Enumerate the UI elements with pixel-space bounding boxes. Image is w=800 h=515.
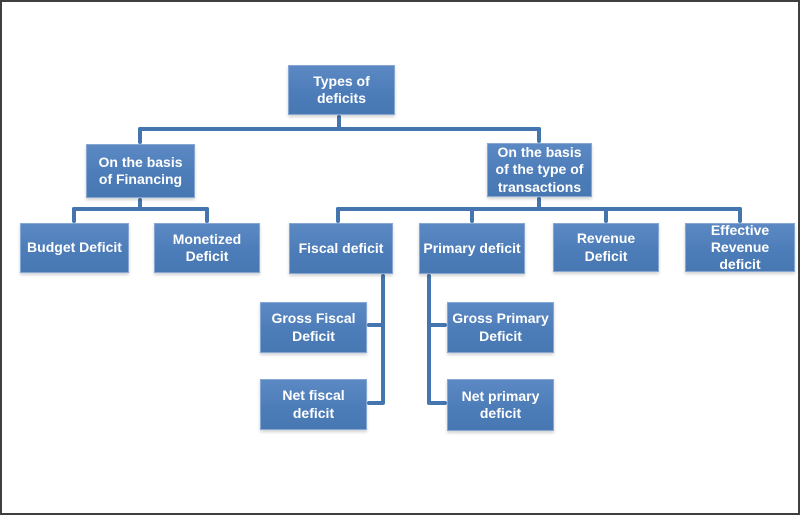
node-net-primary-deficit: Net primary deficit: [447, 379, 554, 431]
node-label: Effective Revenue deficit: [710, 221, 770, 273]
connector-drop-monetized: [205, 207, 209, 223]
node-budget-deficit: Budget Deficit: [20, 223, 129, 273]
connector-fiscal-stem: [381, 274, 385, 405]
connector-drop-financing: [138, 127, 142, 144]
node-gross-fiscal-deficit: Gross Fiscal Deficit: [260, 302, 367, 353]
connector-stub-gross-fiscal: [367, 323, 383, 327]
node-label: Net fiscal deficit: [282, 387, 345, 421]
node-label: Revenue Deficit: [576, 230, 636, 264]
node-label: Monetized Deficit: [172, 230, 242, 264]
node-label: Fiscal deficit: [298, 239, 384, 256]
node-basis-of-transactions: On the basis of the type of transactions: [487, 143, 592, 197]
connector-drop-primary: [470, 207, 474, 223]
node-net-fiscal-deficit: Net fiscal deficit: [260, 379, 367, 430]
connector-transactions-stem: [537, 197, 541, 209]
node-gross-primary-deficit: Gross Primary Deficit: [447, 302, 554, 353]
connector-financing-rail: [72, 207, 209, 211]
connector-stub-net-primary: [429, 401, 447, 405]
connector-stub-net-fiscal: [367, 401, 383, 405]
connector-drop-fiscal: [336, 207, 340, 223]
node-label: Primary deficit: [423, 239, 521, 256]
connector-root-rail: [138, 127, 541, 131]
connector-drop-transactions: [537, 127, 541, 143]
node-label: Budget Deficit: [27, 239, 122, 256]
node-effective-revenue-deficit: Effective Revenue deficit: [685, 221, 795, 273]
node-label: On the basis of the type of transactions: [495, 144, 584, 195]
connector-stub-gross-primary: [429, 323, 447, 327]
connector-drop-effective: [738, 207, 742, 223]
node-label: Gross Primary Deficit: [452, 310, 549, 344]
node-label: Net primary deficit: [461, 387, 540, 421]
node-label: On the basis of Financing: [98, 153, 183, 187]
connector-drop-revenue: [604, 207, 608, 223]
connector-primary-stem: [427, 274, 431, 405]
connector-root-stem: [337, 115, 341, 129]
node-label: Gross Fiscal Deficit: [271, 310, 356, 344]
node-primary-deficit: Primary deficit: [419, 223, 525, 274]
node-types-of-deficits: Types of deficits: [288, 65, 395, 115]
connector-transactions-rail: [336, 207, 742, 211]
node-monetized-deficit: Monetized Deficit: [154, 223, 260, 273]
connector-financing-stem: [138, 198, 142, 209]
node-revenue-deficit: Revenue Deficit: [553, 223, 659, 272]
node-fiscal-deficit: Fiscal deficit: [289, 223, 393, 274]
node-basis-of-financing: On the basis of Financing: [86, 144, 195, 198]
connector-drop-budget: [72, 207, 76, 223]
node-label: Types of deficits: [313, 72, 370, 106]
